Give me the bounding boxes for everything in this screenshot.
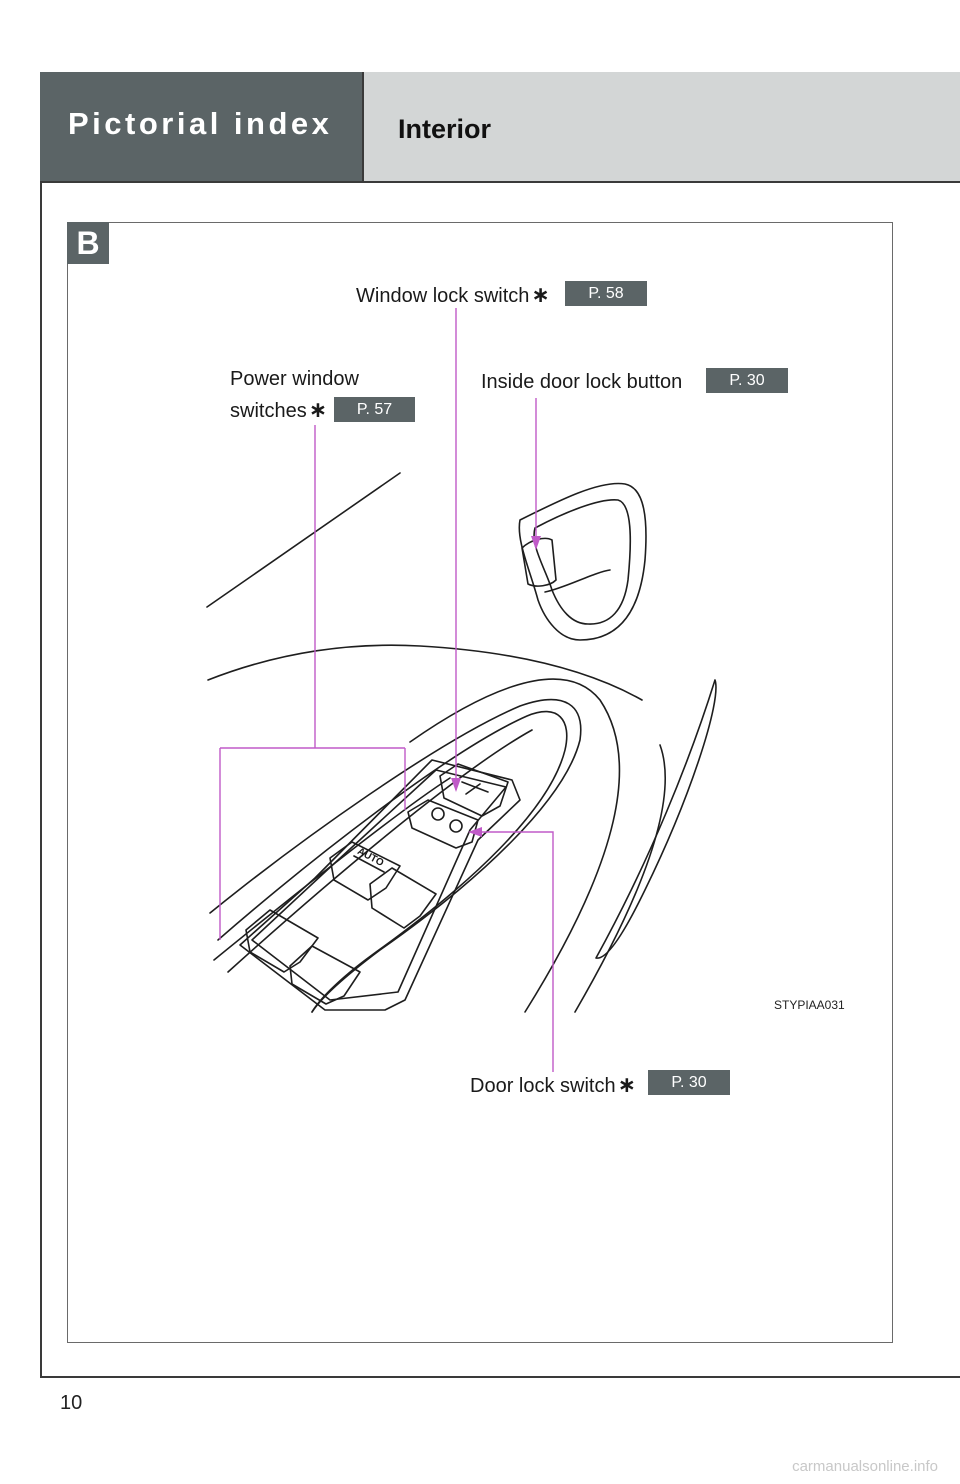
section-title: Pictorial index: [68, 106, 333, 141]
armrest-rib: [213, 777, 451, 961]
watermark: carmanualsonline.info: [792, 1458, 938, 1475]
window-edge-line: [206, 472, 401, 608]
power-window-label-line2: switches∗: [230, 397, 328, 423]
power-window-leader: [219, 425, 406, 940]
subsection-title: Interior: [398, 114, 492, 144]
inside-door-lock-page-ref[interactable]: P. 30: [706, 368, 788, 393]
inside-door-handle-shape: [518, 482, 647, 641]
handle-inner-recess: [533, 499, 632, 625]
door-lock-switch-label: Door lock switch∗: [470, 1072, 637, 1098]
window-lock-switch-label: Window lock switch∗: [356, 282, 550, 308]
page-number: 10: [60, 1392, 83, 1414]
door-lock-page-ref[interactable]: P. 30: [648, 1070, 730, 1095]
door-lock-switch-shape: [407, 799, 479, 849]
figure-code: STYPIAA031: [774, 998, 845, 1012]
auto-switch-shape: [329, 841, 401, 901]
power-window-page-ref[interactable]: P. 57: [334, 397, 415, 422]
subsection-header: Interior: [362, 72, 960, 182]
header-divider: [40, 181, 960, 183]
power-window-label-line1: Power window: [230, 368, 359, 390]
figure-badge: B: [67, 222, 109, 264]
inside-door-lock-label: Inside door lock button: [481, 371, 683, 393]
window-lock-page-ref[interactable]: P. 58: [565, 281, 647, 306]
rear-right-switch-shape: [289, 945, 361, 1005]
outer-trim-line: [409, 678, 621, 1013]
front-passenger-switch-shape: [369, 867, 437, 929]
switch-bezel-inner: [251, 769, 507, 1001]
asterisk-mark: ∗: [308, 397, 328, 422]
outer-trim-line-2: [574, 744, 666, 1013]
door-lock-leader: [472, 831, 554, 1072]
section-header: Pictorial index: [40, 72, 362, 182]
door-panel-top-line: [207, 644, 643, 701]
rear-left-switch-shape: [245, 909, 319, 973]
inside-door-lock-knob-shape: [521, 537, 557, 587]
asterisk-mark: ∗: [617, 1072, 637, 1097]
switch-bezel: [239, 759, 521, 1011]
armrest-inner-contour: [217, 710, 568, 1013]
armrest-inner-contour-2: [227, 729, 533, 973]
figure-frame: [67, 222, 893, 1343]
window-lock-switch-shape: [439, 763, 509, 817]
door-pull-pocket: [595, 679, 717, 959]
asterisk-mark: ∗: [531, 282, 550, 307]
